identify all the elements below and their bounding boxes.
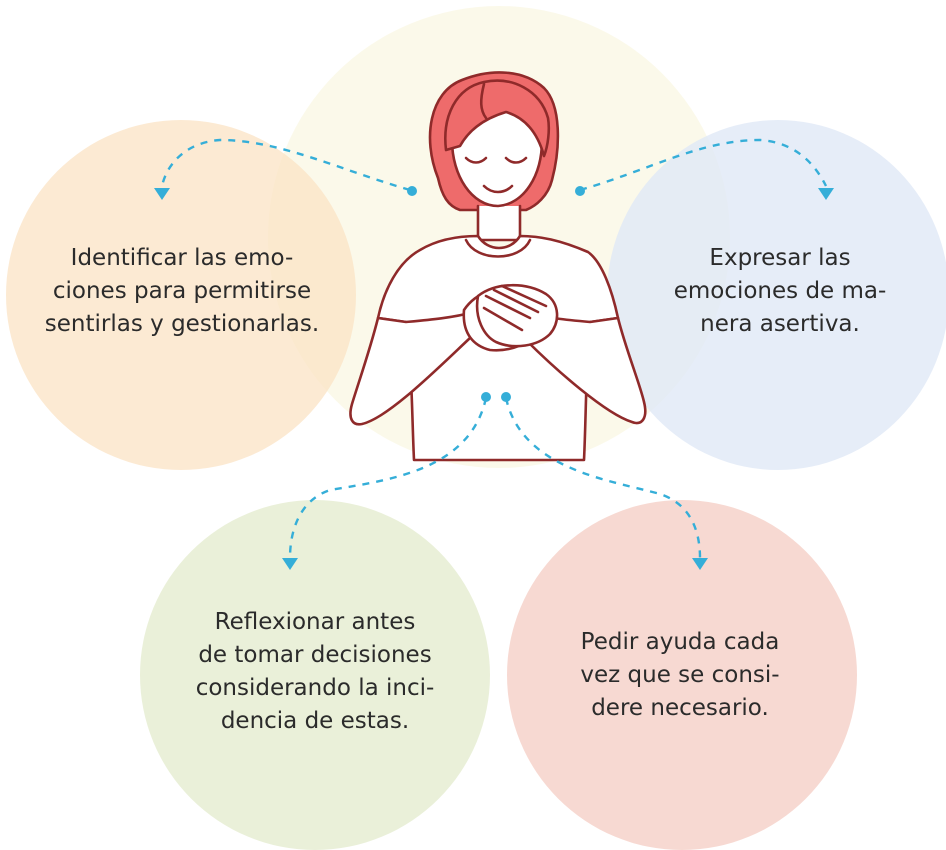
left-arm [349,310,476,426]
collar [464,238,532,258]
arrow-bottom-left [282,558,298,570]
connector-dots [407,186,585,402]
arrowheads [154,188,834,570]
bottom-right-circle [507,500,857,850]
woman-illustration [349,71,647,462]
node-bottom-right-text: Pedir ayuda cada vez que se consi- dere … [580,629,780,721]
hand-right [475,283,559,348]
connectors [160,138,828,559]
arrow-left [154,188,170,200]
node-left-text: Identificar las emo- ciones para permiti… [44,245,320,337]
arrow-right [818,188,834,200]
left-circle [6,120,356,470]
node-right-text: Expresar las emociones de ma- nera asert… [673,245,887,337]
hair-front [444,79,551,158]
bottom-left-circle [140,500,490,850]
right-circle [607,120,946,470]
neck [476,204,522,242]
node-bottom-left-text: Reflexionar antes de tomar decisiones co… [195,609,435,734]
arrow-bottom-right [692,558,708,570]
